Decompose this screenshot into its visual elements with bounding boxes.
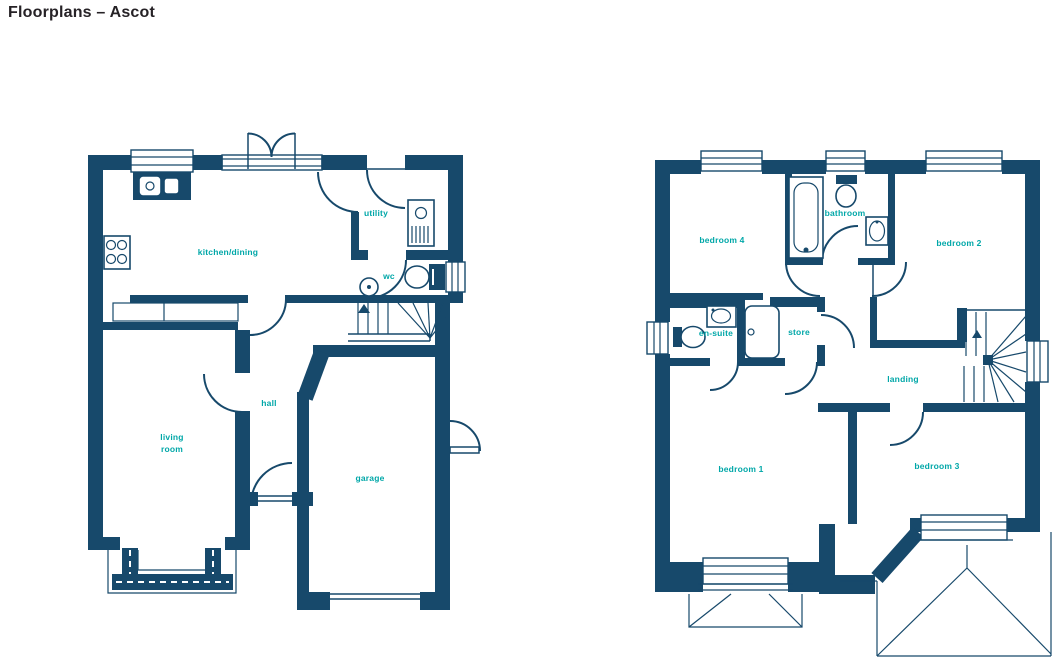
bedroom4-door xyxy=(785,261,821,297)
room-label-wc: wc xyxy=(382,271,395,281)
bedroom2-window xyxy=(925,150,1003,172)
first-floor-labels: bedroom 4 bathroom bedroom 2 en-suite st… xyxy=(699,208,982,474)
wc-door xyxy=(367,259,407,299)
room-label-kitchen-dining: kitchen/dining xyxy=(198,247,258,257)
first-floor-plan: bedroom 4 bathroom bedroom 2 en-suite st… xyxy=(646,150,1052,657)
stairs-window xyxy=(1026,340,1049,383)
room-label-living: living xyxy=(160,432,183,442)
room-label-bedroom4: bedroom 4 xyxy=(699,235,744,245)
bathroom-sink-icon xyxy=(865,216,889,246)
patio-door-glazing xyxy=(221,154,323,171)
ground-floor-stairs xyxy=(348,302,447,342)
room-label-ensuite: en-suite xyxy=(699,328,733,338)
room-label-store: store xyxy=(788,327,810,337)
ensuite-toilet-icon xyxy=(673,325,706,349)
stairs-up-arrow xyxy=(358,304,370,313)
bedroom3-door xyxy=(889,411,924,446)
garage-door xyxy=(330,593,420,600)
living-room-door xyxy=(203,373,243,413)
first-floor-walls xyxy=(655,160,1040,594)
kitchen-window xyxy=(130,149,194,173)
room-label-bedroom1: bedroom 1 xyxy=(718,464,763,474)
page-title: Floorplans – Ascot xyxy=(8,4,156,21)
bedroom3-window xyxy=(915,514,1013,541)
ground-floor-doors xyxy=(203,132,481,600)
room-label-bedroom2: bedroom 2 xyxy=(936,238,981,248)
kitchen-utility-door xyxy=(317,171,359,213)
wc-window xyxy=(445,261,466,293)
bedroom4-window xyxy=(700,150,763,172)
roof-lines xyxy=(688,532,1052,657)
ground-floor-windows xyxy=(130,149,466,293)
kitchen-hall-door xyxy=(249,298,287,336)
ground-floor-fixtures xyxy=(103,172,445,322)
room-label-garage: garage xyxy=(355,473,384,483)
bathroom-door xyxy=(821,225,859,263)
bay-window xyxy=(107,548,237,594)
bathroom-window xyxy=(825,150,866,172)
ensuite-sink-icon xyxy=(706,305,737,328)
stairs-up-arrow xyxy=(972,330,982,338)
wc-toilet-icon xyxy=(404,264,445,290)
bedroom2-door xyxy=(871,261,907,297)
room-label-bedroom3: bedroom 3 xyxy=(914,461,959,471)
bedroom1-window xyxy=(698,557,793,591)
room-label-utility: utility xyxy=(364,208,388,218)
ensuite-door xyxy=(709,361,739,391)
front-door xyxy=(250,462,293,505)
kitchen-unit xyxy=(112,302,239,322)
ensuite-window xyxy=(646,321,669,355)
kitchen-sink-icon xyxy=(133,172,191,200)
room-label-landing: landing xyxy=(887,374,919,384)
ground-floor-labels: kitchen/dining utility wc hall living ro… xyxy=(160,208,395,483)
first-floor-doors xyxy=(709,225,924,446)
utility-sink-icon xyxy=(407,199,435,247)
store-door xyxy=(820,314,855,349)
first-floor-windows xyxy=(646,150,1049,591)
first-floor-fixtures xyxy=(673,175,889,359)
wc-basin-icon xyxy=(359,277,379,297)
ground-floor-plan: kitchen/dining utility wc hall living ro… xyxy=(88,132,481,610)
room-label-hall: hall xyxy=(261,398,276,408)
patio-french-doors xyxy=(247,132,296,158)
bathroom-toilet-icon xyxy=(835,175,857,208)
porch-roof xyxy=(688,593,803,628)
ground-floor-walls xyxy=(88,155,463,610)
bedroom1-door xyxy=(784,361,818,395)
garage-roof xyxy=(840,532,1052,657)
utility-external-door xyxy=(366,168,406,209)
store-cylinder-icon xyxy=(744,305,780,359)
hob-icon xyxy=(103,235,131,270)
garage-side-door xyxy=(449,420,481,454)
room-label-bathroom: bathroom xyxy=(825,208,866,218)
bath-icon xyxy=(788,176,824,259)
room-label-living-room: room xyxy=(161,444,183,454)
first-floor-stairs xyxy=(958,309,1028,403)
